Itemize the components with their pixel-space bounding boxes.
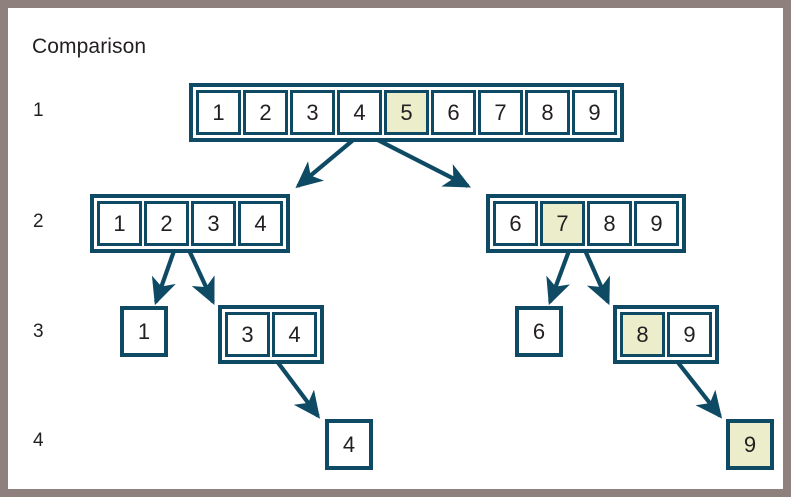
arrow-right-to-leaf6 — [546, 247, 572, 306]
arrow-root-to-left — [295, 134, 360, 189]
row-label-1: 1 — [33, 100, 44, 121]
row-label-3: 3 — [33, 321, 44, 342]
cell-4[interactable]: 4 — [337, 90, 382, 135]
cell-6[interactable]: 6 — [431, 90, 476, 135]
row-label-4: 4 — [33, 430, 44, 451]
cell-8[interactable]: 8 — [525, 90, 570, 135]
left-pair[interactable]: 3 4 — [218, 305, 324, 364]
cell-6[interactable]: 6 — [493, 201, 538, 246]
cell-4[interactable]: 4 — [272, 312, 317, 357]
leaf-9-highlighted[interactable]: 9 — [726, 419, 774, 470]
cell-9[interactable]: 9 — [572, 90, 617, 135]
right-subarray[interactable]: 6 7 8 9 — [486, 194, 686, 253]
arrow-left-to-leaf1 — [151, 247, 177, 306]
cell-9[interactable]: 9 — [634, 201, 679, 246]
cell-9[interactable]: 9 — [667, 312, 712, 357]
cell-3[interactable]: 3 — [191, 201, 236, 246]
leaf-1[interactable]: 1 — [120, 306, 168, 357]
cell-2[interactable]: 2 — [144, 201, 189, 246]
right-pair[interactable]: 8 9 — [613, 305, 719, 364]
cell-8[interactable]: 8 — [587, 201, 632, 246]
cell-4[interactable]: 4 — [238, 201, 283, 246]
cell-2[interactable]: 2 — [243, 90, 288, 135]
figure-title: Comparison — [32, 35, 147, 58]
cell-3[interactable]: 3 — [290, 90, 335, 135]
arrow-pair89-to-leaf9 — [674, 358, 723, 419]
leaf-4[interactable]: 4 — [325, 419, 373, 470]
root-array[interactable]: 1 2 3 4 5 6 7 8 9 — [189, 83, 624, 142]
diagram-canvas: Comparison 1 2 3 4 1 2 3 4 5 6 7 8 9 1 2… — [8, 8, 783, 489]
row-label-2: 2 — [33, 211, 44, 232]
left-subarray[interactable]: 1 2 3 4 — [90, 194, 290, 253]
cell-1[interactable]: 1 — [97, 201, 142, 246]
cell-1[interactable]: 1 — [196, 90, 241, 135]
leaf-6[interactable]: 6 — [515, 306, 563, 357]
arrow-left-to-pair34 — [186, 247, 215, 306]
cell-5-highlighted[interactable]: 5 — [384, 90, 429, 135]
arrow-root-to-right — [369, 134, 471, 188]
arrow-right-to-pair89 — [582, 247, 610, 306]
cell-7[interactable]: 7 — [478, 90, 523, 135]
arrow-pair34-to-leaf4 — [274, 358, 321, 419]
cell-3[interactable]: 3 — [225, 312, 270, 357]
cell-8-highlighted[interactable]: 8 — [620, 312, 665, 357]
cell-7-highlighted[interactable]: 7 — [540, 201, 585, 246]
